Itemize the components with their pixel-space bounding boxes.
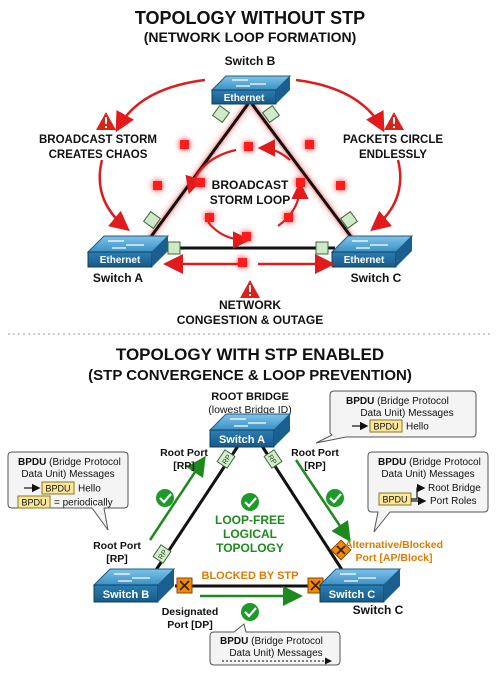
switch-b-stp-label: Switch B [103, 589, 150, 601]
rp-left-line2: [RP] [173, 460, 195, 472]
outer-loop-arrows [98, 78, 402, 274]
bpdu-callout-left: BPDU (Bridge Protocol Data Unit) Message… [7, 451, 129, 531]
switch-c-stp-inner: Switch C [329, 589, 376, 601]
bottom-note-line1: NETWORK [219, 298, 281, 312]
warning-icon [384, 112, 404, 130]
svg-text:BPDU (Bridge Protocol: BPDU (Bridge Protocol [18, 457, 121, 468]
check-icon [241, 603, 259, 621]
switch-a-root-label: Switch A [219, 434, 265, 446]
left-note-line2: CREATES CHAOS [49, 149, 148, 161]
loop-free-line2: LOGICAL [223, 527, 277, 541]
switch-c-stp: Switch C Switch C [318, 568, 404, 617]
warning-icon [240, 280, 260, 298]
svg-text:Data Unit) Messages: Data Unit) Messages [360, 408, 453, 419]
svg-text:Data Unit) Messages: Data Unit) Messages [229, 648, 322, 659]
switch-b-top: Ethernet Switch B [210, 54, 292, 105]
bottom-subtitle: (STP CONVERGENCE & LOOP PREVENTION) [88, 367, 412, 384]
rp-port-tags: RP RP RP [152, 449, 283, 564]
svg-text:RP: RP [266, 454, 277, 466]
switch-c-label: Switch C [351, 271, 402, 285]
switch-b-stp: Switch B [92, 568, 176, 603]
root-bridge-sub: (lowest Bridge ID) [208, 404, 291, 416]
dp-line2: Port [DP] [167, 619, 213, 631]
switch-a-label: Switch A [93, 271, 144, 285]
switch-a-top: Ethernet Switch A [86, 235, 170, 285]
svg-text:Data Unit) Messages: Data Unit) Messages [381, 469, 474, 480]
bpdu-callout-top: BPDU (Bridge Protocol Data Unit) Message… [315, 390, 477, 444]
switch-c-stp-label: Switch C [353, 603, 404, 617]
switch-a-face: Ethernet [100, 255, 141, 266]
rp-left-line1: Root Port [160, 447, 208, 459]
check-icon [241, 493, 259, 511]
svg-text:RP: RP [158, 549, 169, 561]
svg-text:Hello: Hello [406, 422, 429, 433]
left-note-line1: BROADCAST STORM [39, 134, 157, 146]
bpdu-flow-arrows [148, 455, 351, 606]
storm-loop: BROADCAST STORM LOOP [153, 139, 345, 267]
rp-right-line1: Root Port [291, 447, 339, 459]
svg-text:Data Unit) Messages: Data Unit) Messages [21, 469, 114, 480]
svg-text:BPDU: BPDU [373, 422, 398, 432]
svg-text:BPDU: BPDU [382, 495, 407, 505]
svg-text:Port Roles: Port Roles [430, 496, 477, 507]
rp-lower-line2: [RP] [106, 553, 128, 565]
right-note-line2: ENDLESSLY [359, 149, 427, 161]
switch-b-face: Ethernet [224, 93, 265, 104]
svg-text:= periodically: = periodically [54, 498, 113, 509]
svg-text:RP: RP [222, 454, 233, 466]
dp-line1: Designated [162, 606, 219, 618]
svg-text:Root Bridge: Root Bridge [428, 483, 481, 494]
bottom-title: TOPOLOGY WITH STP ENABLED [116, 345, 384, 364]
svg-text:BPDU (Bridge Protocol: BPDU (Bridge Protocol [220, 636, 323, 647]
alt-port-line2: Port [AP/Block] [355, 552, 432, 564]
check-icon [326, 489, 344, 507]
right-note-line1: PACKETS CIRCLE [343, 134, 443, 146]
top-title: TOPOLOGY WITHOUT STP [135, 8, 365, 28]
switch-c-top: Ethernet Switch C [330, 235, 414, 285]
svg-text:BPDU: BPDU [21, 498, 46, 508]
loop-free-line3: TOPOLOGY [216, 541, 284, 555]
switch-a-root: Switch A [208, 413, 292, 448]
alternative-port-icon [330, 539, 352, 561]
switch-c-face: Ethernet [344, 255, 385, 266]
svg-text:BPDU (Bridge Protocol: BPDU (Bridge Protocol [378, 457, 481, 468]
switch-b-label: Switch B [225, 54, 276, 68]
bottom-section: TOPOLOGY WITH STP ENABLED (STP CONVERGEN… [7, 345, 489, 666]
warning-icon [96, 112, 116, 130]
blocked-by-stp: BLOCKED BY STP [202, 570, 299, 582]
alt-port-line1: Alternative/Blocked [345, 539, 443, 551]
blocked-port-icon [176, 577, 193, 594]
top-section: TOPOLOGY WITHOUT STP (NETWORK LOOP FORMA… [39, 8, 443, 327]
top-subtitle: (NETWORK LOOP FORMATION) [144, 29, 357, 45]
svg-text:BPDU (Bridge Protocol: BPDU (Bridge Protocol [346, 396, 449, 407]
bpdu-callout-bottom: BPDU (Bridge Protocol Data Unit) Message… [209, 623, 341, 666]
svg-text:Hello: Hello [78, 484, 101, 495]
rp-lower-line1: Root Port [93, 540, 141, 552]
svg-text:BPDU: BPDU [45, 484, 70, 494]
rp-right-line2: [RP] [304, 460, 326, 472]
bpdu-callout-right: BPDU (Bridge Protocol Data Unit) Message… [367, 451, 489, 533]
storm-note-line1: BROADCAST [212, 178, 289, 192]
bottom-note-line2: CONGESTION & OUTAGE [177, 313, 323, 327]
storm-note-line2: STORM LOOP [210, 193, 290, 207]
check-icon [156, 489, 174, 507]
root-bridge-label: ROOT BRIDGE [211, 391, 289, 403]
loop-free-line1: LOOP-FREE [215, 513, 285, 527]
loop-links [147, 102, 355, 251]
